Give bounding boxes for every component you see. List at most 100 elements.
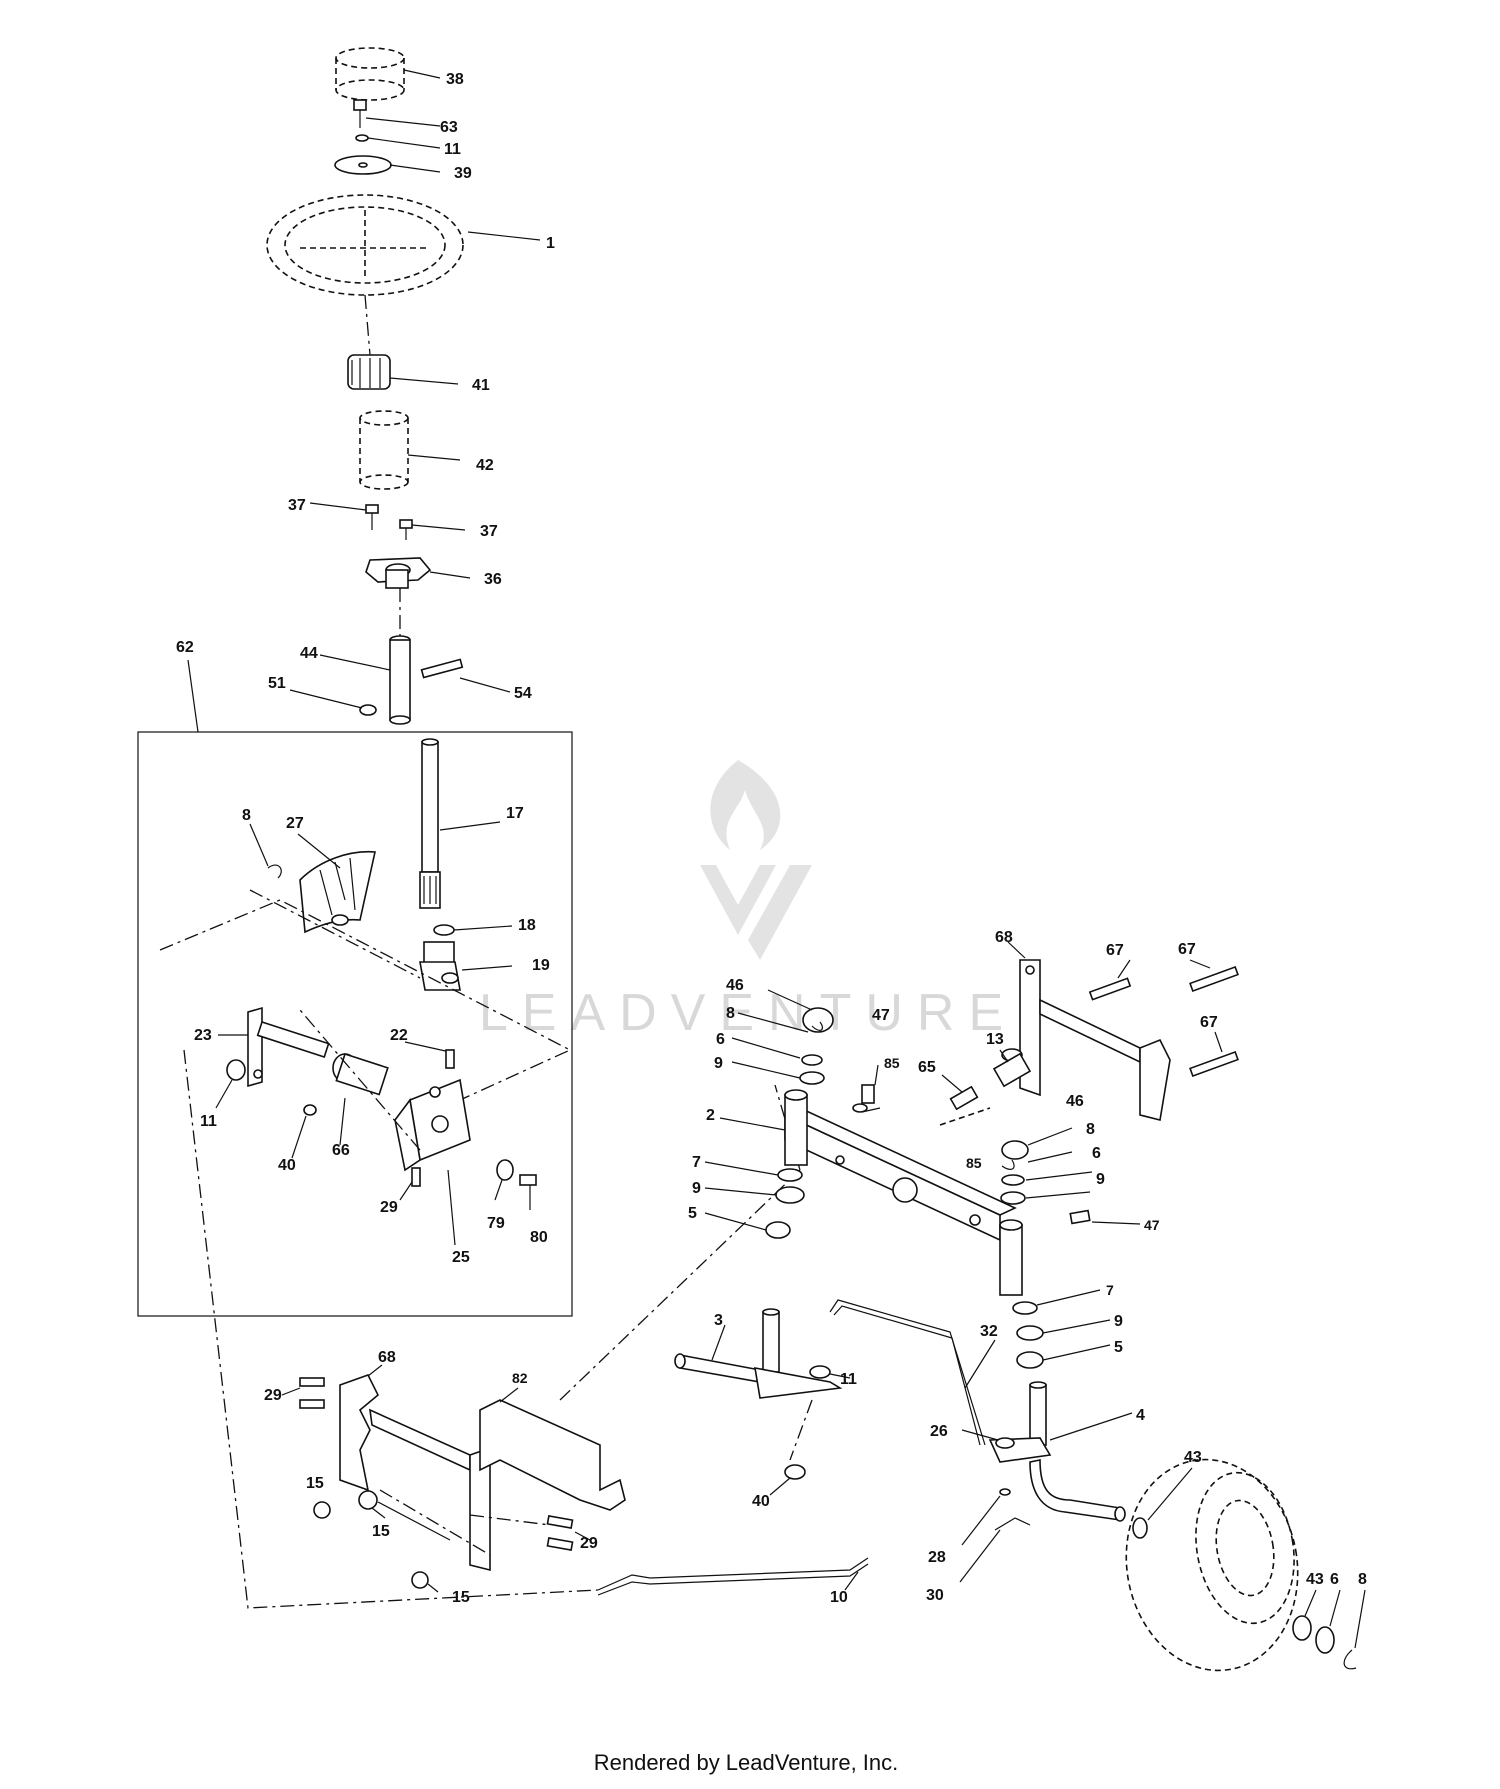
- callout-39: 39: [454, 165, 472, 182]
- pivot-block: [419, 941, 461, 991]
- callout-26: 26: [930, 1423, 948, 1440]
- callout-8a: 8: [242, 807, 251, 824]
- callout-27: 27: [286, 815, 304, 832]
- callout-67a: 67: [1106, 942, 1124, 959]
- callout-11b: 11: [200, 1113, 217, 1130]
- callout-11: 11: [444, 141, 461, 158]
- callout-3: 3: [714, 1312, 723, 1329]
- callout-41: 41: [472, 377, 490, 394]
- callout-68a: 68: [995, 929, 1013, 946]
- callout-80: 80: [530, 1229, 548, 1246]
- callout-65: 65: [918, 1059, 936, 1076]
- cap-bolt: [353, 99, 367, 128]
- bolt-54: [420, 658, 464, 679]
- bolts-29-left: [299, 1377, 325, 1409]
- nuts-15: [313, 1490, 429, 1589]
- callout-38: 38: [446, 71, 464, 88]
- bracket-82: [479, 1399, 626, 1511]
- mount-bracket-68: [1019, 959, 1171, 1121]
- drag-link-10: [597, 1557, 869, 1596]
- callout-7a: 7: [692, 1154, 701, 1171]
- sector-gear: [299, 850, 376, 934]
- callout-6b: 6: [1092, 1145, 1101, 1162]
- callout-40b: 40: [752, 1493, 770, 1510]
- watermark-text: LEADVENTURE: [479, 984, 1017, 1042]
- steering-cap: [335, 47, 405, 101]
- callout-47a: 47: [872, 1007, 890, 1024]
- callout-30: 30: [926, 1587, 944, 1604]
- callout-11c: 11: [840, 1371, 857, 1388]
- washers-right: [1000, 1140, 1044, 1369]
- callout-62: 62: [176, 639, 194, 656]
- bolts-29-right: [546, 1515, 574, 1551]
- callout-28: 28: [928, 1549, 946, 1566]
- callout-29b: 29: [264, 1387, 282, 1404]
- callout-2: 2: [706, 1107, 715, 1124]
- callout-10: 10: [830, 1589, 848, 1606]
- callout-32: 32: [980, 1323, 998, 1340]
- bracket-25: [394, 1078, 471, 1172]
- callout-85a: 85: [884, 1055, 900, 1071]
- callout-13: 13: [986, 1031, 1004, 1048]
- callout-68b: 68: [378, 1349, 396, 1366]
- callout-82: 82: [512, 1370, 528, 1386]
- callout-9d: 9: [1114, 1313, 1123, 1330]
- steering-shaft: [389, 635, 411, 725]
- bolts-37: [365, 504, 413, 540]
- grease-fittings: [852, 1084, 1091, 1225]
- callout-5b: 5: [1114, 1339, 1123, 1356]
- spindle-left-3: [674, 1308, 843, 1399]
- watermark-logo: [700, 760, 812, 960]
- callout-1: 1: [546, 235, 555, 252]
- callout-15c: 15: [452, 1589, 470, 1606]
- callout-8d: 8: [1358, 1571, 1367, 1588]
- front-tire: [1125, 1458, 1299, 1672]
- callout-37a: 37: [288, 497, 306, 514]
- pinion-shaft: [419, 738, 441, 909]
- spacer-66: [332, 1052, 389, 1096]
- callout-47b: 47: [1144, 1217, 1160, 1233]
- bracket-23: [247, 1006, 330, 1088]
- callout-4: 4: [1136, 1407, 1145, 1424]
- steering-shaft-sleeve: [359, 410, 409, 490]
- callout-46a: 46: [726, 977, 744, 994]
- subassembly-box: [137, 731, 573, 1317]
- callout-8c: 8: [1086, 1121, 1095, 1138]
- callout-9c: 9: [1096, 1171, 1105, 1188]
- callout-63: 63: [440, 119, 458, 136]
- callout-40a: 40: [278, 1157, 296, 1174]
- callout-22: 22: [390, 1027, 408, 1044]
- callout-15a: 15: [306, 1475, 324, 1492]
- callout-46b: 46: [1066, 1093, 1084, 1110]
- axle-beam: [783, 1089, 1023, 1296]
- callout-29c: 29: [580, 1535, 598, 1552]
- tie-rod-32: [829, 1299, 986, 1446]
- callout-79: 79: [487, 1215, 505, 1232]
- callout-5a: 5: [688, 1205, 697, 1222]
- steering-adapter: [347, 354, 391, 390]
- callout-6c: 6: [1330, 1571, 1339, 1588]
- callout-44: 44: [300, 645, 318, 662]
- callout-37b: 37: [480, 523, 498, 540]
- callout-25: 25: [452, 1249, 470, 1266]
- callout-9a: 9: [714, 1055, 723, 1072]
- footer-credit: Rendered by LeadVenture, Inc.: [594, 1750, 899, 1775]
- callout-43a: 43: [1184, 1449, 1202, 1466]
- callout-23: 23: [194, 1027, 212, 1044]
- callout-67c: 67: [1200, 1014, 1218, 1031]
- steering-wheel: [266, 194, 464, 296]
- left-plate-68: [339, 1374, 491, 1572]
- callout-51: 51: [268, 675, 286, 692]
- callout-15b: 15: [372, 1523, 390, 1540]
- callout-6a: 6: [716, 1031, 725, 1048]
- callout-18: 18: [518, 917, 536, 934]
- callout-labels: 38 63 11 39 1 41 42 37 37 36 62 44 54 51…: [176, 71, 1367, 1606]
- callout-19: 19: [532, 957, 550, 974]
- callout-17: 17: [506, 805, 524, 822]
- callout-9b: 9: [692, 1180, 701, 1197]
- callout-66: 66: [332, 1142, 350, 1159]
- callout-67b: 67: [1178, 941, 1196, 958]
- callout-43b: 43: [1306, 1571, 1324, 1588]
